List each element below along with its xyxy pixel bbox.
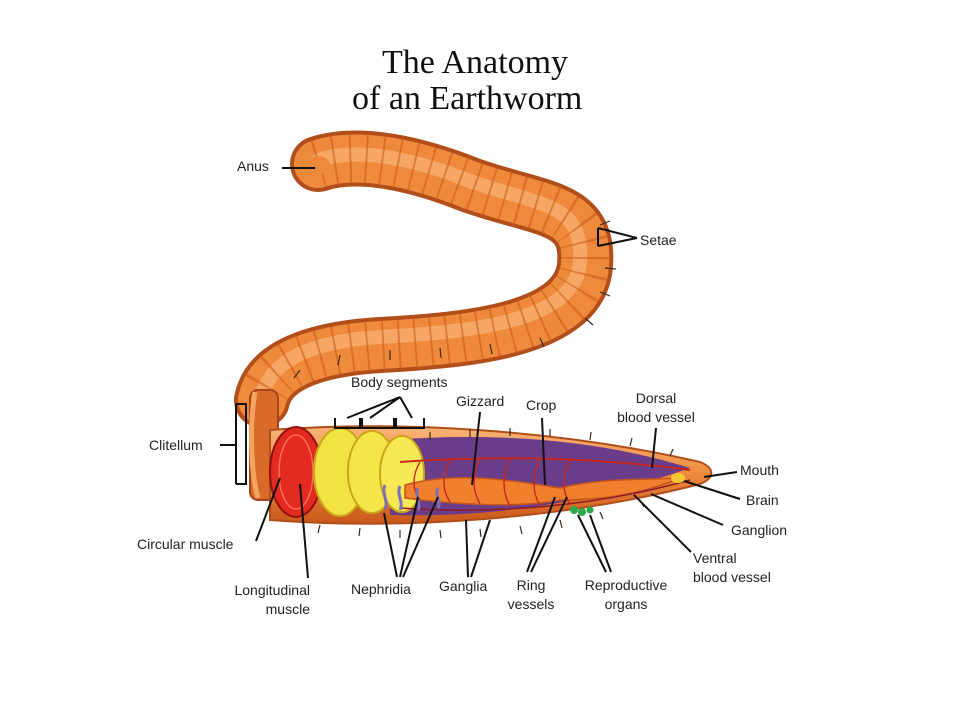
label-dorsal-line-1: Dorsal <box>635 390 677 406</box>
label-ring-line-2: vessels <box>507 596 555 612</box>
label-longitudinal-line-1: Longitudinal <box>234 582 310 598</box>
label-repro-line-2: organs <box>604 596 648 612</box>
label-mouth: Mouth <box>740 462 779 478</box>
label-ventral-blood-vessel: Ventral blood vessel <box>693 549 771 587</box>
label-dorsal-blood-vessel: Dorsal blood vessel <box>608 389 704 427</box>
label-ventral-line-2: blood vessel <box>693 569 771 585</box>
label-setae: Setae <box>640 232 677 248</box>
label-ring-vessels: Ring vessels <box>500 576 562 614</box>
label-anus: Anus <box>237 158 269 174</box>
diagram-title-line-2: of an Earthworm <box>352 80 583 117</box>
diagram-title-line-1: The Anatomy <box>382 44 569 81</box>
label-crop: Crop <box>526 397 557 413</box>
label-ring-line-1: Ring <box>516 577 546 593</box>
label-longitudinal-line-2: muscle <box>265 601 310 617</box>
label-circular-muscle: Circular muscle <box>137 536 234 552</box>
label-reproductive-organs: Reproductive organs <box>574 576 678 614</box>
label-repro-line-1: Reproductive <box>584 577 668 593</box>
label-clitellum: Clitellum <box>149 437 203 453</box>
leader-lines <box>220 167 741 579</box>
worm-anterior-body <box>249 389 713 539</box>
label-nephridia: Nephridia <box>351 581 411 597</box>
label-ganglia: Ganglia <box>439 578 488 594</box>
label-brain: Brain <box>746 492 779 508</box>
label-longitudinal-muscle: Longitudinal muscle <box>210 581 310 619</box>
label-body-segments: Body segments <box>351 374 448 390</box>
label-ganglion: Ganglion <box>731 522 788 538</box>
label-gizzard: Gizzard <box>456 393 505 409</box>
worm-posterior-body <box>234 130 617 428</box>
label-ventral-line-1: Ventral <box>693 550 737 566</box>
label-dorsal-line-2: blood vessel <box>617 409 695 425</box>
